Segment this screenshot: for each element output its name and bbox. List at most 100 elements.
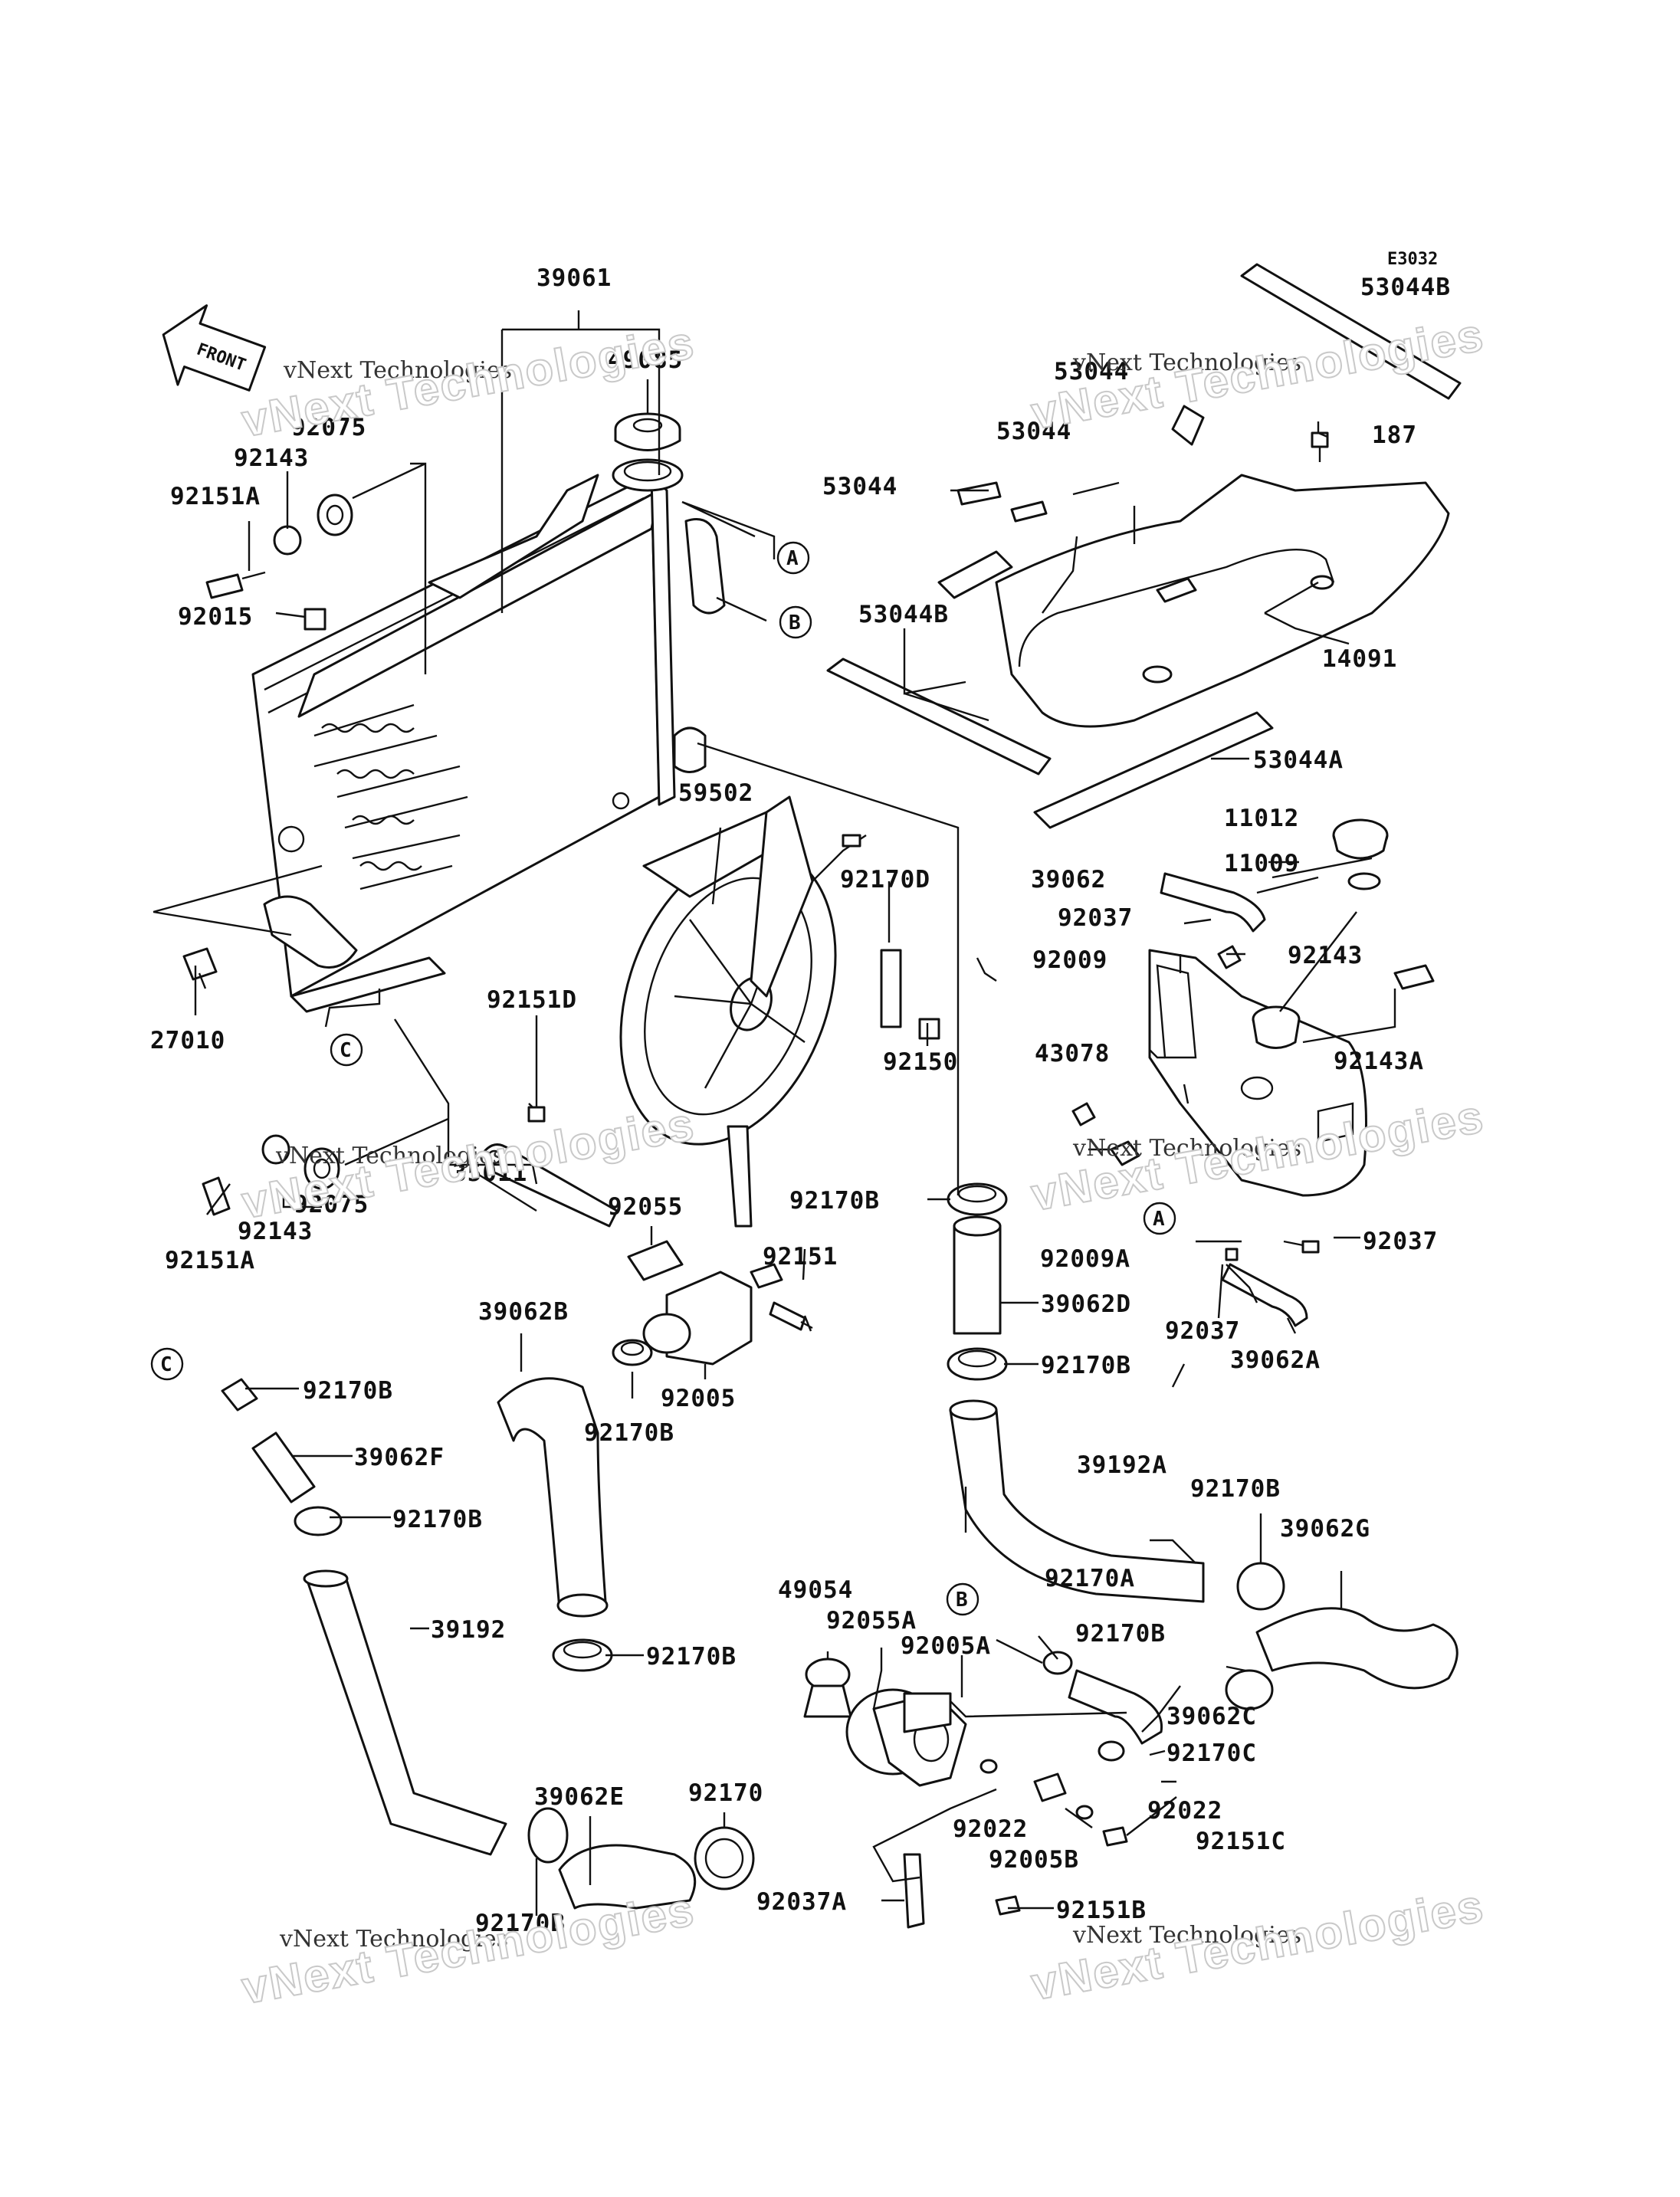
part-label: 39062E	[534, 1783, 625, 1811]
part-label: 92151D	[487, 986, 577, 1014]
part-label: 92170B	[303, 1377, 393, 1405]
part-label: 53044B	[858, 601, 949, 628]
part-label: 92005B	[989, 1846, 1079, 1874]
part-label: 14091	[1322, 645, 1397, 673]
tray-14091	[937, 405, 1450, 728]
part-label: 39062	[1031, 866, 1106, 894]
part-label: 92170C	[1166, 1740, 1257, 1767]
part-label: 92022	[953, 1815, 1028, 1843]
part-label: 92170	[688, 1779, 763, 1807]
callout-c-lower: C	[150, 1347, 184, 1381]
part-label: 187	[1372, 421, 1417, 449]
part-label: 53044	[822, 473, 897, 500]
part-label: 92143	[1288, 942, 1363, 969]
bolts-right	[1071, 431, 1435, 1261]
part-label: 92037	[1363, 1228, 1438, 1255]
fan-strap	[880, 949, 940, 1040]
part-label: 92170B	[392, 1506, 483, 1533]
part-label: 39062G	[1280, 1515, 1370, 1543]
part-label: 92037	[1058, 904, 1133, 932]
part-label: 53044	[1054, 358, 1129, 385]
part-label: 92170B	[646, 1643, 737, 1671]
part-label: 39062C	[1166, 1703, 1257, 1730]
svg-text:vNext Technologies: vNext Technologies	[283, 357, 512, 384]
part-label: 92037	[1165, 1317, 1240, 1345]
water-pump	[803, 1658, 1128, 1929]
part-label: 92150	[883, 1048, 958, 1076]
part-label: 92170B	[1075, 1620, 1166, 1648]
rubber-rails	[826, 263, 1462, 829]
svg-text:A: A	[786, 547, 799, 570]
diagram-code: E3032	[1387, 250, 1438, 269]
part-label: 39061	[536, 264, 612, 292]
leader-lines	[153, 310, 1396, 1916]
mount-hardware-left	[182, 494, 353, 989]
svg-text:C: C	[340, 1039, 352, 1062]
part-label: 39062F	[354, 1444, 445, 1471]
part-label: 39062D	[1041, 1290, 1131, 1318]
part-label: 39192	[431, 1616, 506, 1644]
svg-text:vNext Technologies: vNext Technologies	[279, 1926, 508, 1953]
part-label: 39062A	[1230, 1346, 1321, 1374]
thermostat-housing	[627, 1240, 813, 1366]
part-label: 92015	[178, 603, 253, 631]
coolant-reservoir	[1148, 818, 1389, 1197]
part-label: 39062B	[478, 1298, 569, 1326]
svg-text:vNext Technologies: vNext Technologies	[1072, 1922, 1301, 1949]
watermark-bottom-left: vNext Technologies vNext Technologies	[238, 1883, 700, 2015]
part-label: 59502	[678, 779, 753, 807]
part-label: 49054	[778, 1576, 853, 1604]
part-label: 92009A	[1040, 1245, 1130, 1273]
callout-b-lower: B	[946, 1582, 979, 1616]
radiator-assembly	[251, 458, 726, 1013]
callout-c-left: C	[330, 1033, 363, 1067]
part-label: 53044B	[1360, 274, 1451, 301]
front-arrow-icon: FRONT	[162, 304, 267, 392]
part-label: 92055	[608, 1193, 683, 1221]
svg-text:vNext Technologies: vNext Technologies	[1072, 1135, 1301, 1162]
part-label: 53044	[996, 418, 1071, 445]
callout-a-right: A	[1143, 1202, 1176, 1235]
svg-text:B: B	[956, 1589, 968, 1612]
svg-text:C: C	[160, 1353, 172, 1376]
part-label: 92170B	[475, 1910, 566, 1937]
part-label: 92170B	[1190, 1475, 1281, 1503]
part-label: 92055A	[826, 1607, 917, 1635]
part-label: 39192A	[1077, 1451, 1167, 1479]
part-label: 92143	[234, 444, 309, 472]
cooling-fan-icon	[619, 795, 867, 1228]
part-label: 92005A	[901, 1632, 991, 1660]
part-label: 92005	[661, 1385, 736, 1412]
svg-text:vNext Technologies: vNext Technologies	[275, 1143, 504, 1169]
part-label: 92170B	[1041, 1352, 1131, 1379]
part-label: 35011	[452, 1159, 527, 1187]
svg-text:vNext Technologies: vNext Technologies	[1072, 349, 1301, 376]
callout-a-top: A	[776, 541, 810, 575]
part-label: 92170B	[584, 1419, 674, 1447]
part-label: 92151A	[165, 1247, 255, 1274]
hose-clamps	[221, 1182, 1285, 1890]
part-label: 92037A	[756, 1888, 847, 1916]
part-label: 92170A	[1045, 1565, 1135, 1592]
part-label: 92151C	[1196, 1828, 1286, 1855]
part-label: 92143A	[1334, 1048, 1424, 1075]
callout-b-top: B	[779, 605, 812, 639]
part-label: 92075	[294, 1191, 369, 1218]
part-label: 92151B	[1056, 1897, 1147, 1924]
part-label: 27010	[150, 1027, 225, 1054]
radiator-cap-icon	[614, 412, 681, 451]
part-label: 49085	[608, 346, 683, 374]
part-label: 11012	[1224, 805, 1299, 832]
part-label: 92009	[1032, 946, 1107, 974]
part-label: 92170B	[789, 1187, 880, 1215]
svg-text:B: B	[789, 612, 801, 635]
coolant-hoses	[251, 872, 1459, 1910]
part-label: 43078	[1035, 1040, 1110, 1067]
part-label: 92143	[238, 1218, 313, 1245]
part-label: 11009	[1224, 850, 1299, 877]
part-label: 92170D	[840, 866, 930, 894]
part-label: 92022	[1147, 1797, 1222, 1825]
part-label: 92151A	[170, 483, 261, 510]
svg-text:A: A	[1153, 1208, 1165, 1231]
